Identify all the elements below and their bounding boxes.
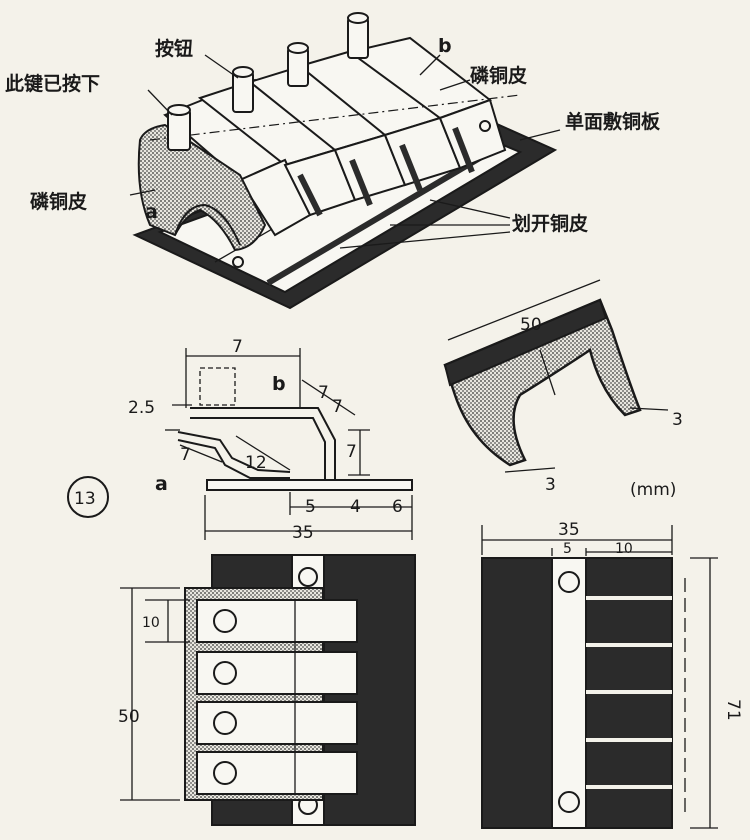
board-copper-layout	[481, 525, 718, 829]
dim-35-profile: 35	[292, 523, 314, 543]
dim-piece-3a: 3	[672, 410, 683, 430]
dim-piece-3b: 3	[545, 475, 556, 495]
dim-bottom-right-10: 10	[615, 541, 633, 557]
dim-vert-7: 7	[346, 442, 357, 462]
key-profile-drawing	[165, 348, 413, 540]
figure-number: 13	[74, 489, 96, 509]
label-a-profile: a	[155, 473, 168, 495]
label-button: 按钮	[155, 37, 193, 60]
units-label: (mm)	[630, 480, 676, 500]
dim-bottom-left-10: 10	[142, 615, 160, 631]
dim-bottom-right-35: 35	[558, 520, 580, 540]
dim-6: 6	[392, 497, 403, 517]
label-cut-copper: 划开铜皮	[512, 212, 588, 235]
top-view-with-keys	[120, 554, 416, 826]
label-phosphor-copper-left: 磷铜皮	[30, 190, 87, 213]
figure-number-circle	[67, 476, 109, 518]
button-cylinders	[167, 12, 369, 151]
label-phosphor-copper-top: 磷铜皮	[470, 64, 527, 87]
dim-top-7: 7	[232, 337, 243, 357]
label-single-sided-board: 单面敷铜板	[565, 110, 661, 133]
dim-7-lower: 7	[180, 445, 191, 465]
dim-2-5: 2.5	[128, 398, 155, 418]
pressed-key-phosphor-copper	[137, 123, 267, 252]
phosphor-copper-piece	[443, 279, 669, 473]
label-b-top: b	[438, 35, 452, 57]
dim-diag-7b-mark: 7	[332, 397, 343, 417]
keyboard-3d-illustration	[129, 12, 561, 310]
dim-5: 5	[305, 497, 316, 517]
dim-bottom-right-71: 71	[723, 699, 743, 721]
dim-diag-7: 7	[318, 383, 329, 403]
dim-12: 12	[245, 453, 267, 473]
dim-piece-50: 50	[520, 315, 542, 335]
label-a-top: a	[145, 201, 158, 223]
dim-bottom-left-50: 50	[118, 707, 140, 727]
dim-bottom-right-5: 5	[563, 541, 572, 557]
label-b-profile: b	[272, 373, 286, 395]
label-key-pressed: 此键已按下	[5, 72, 100, 95]
dim-4: 4	[350, 497, 361, 517]
